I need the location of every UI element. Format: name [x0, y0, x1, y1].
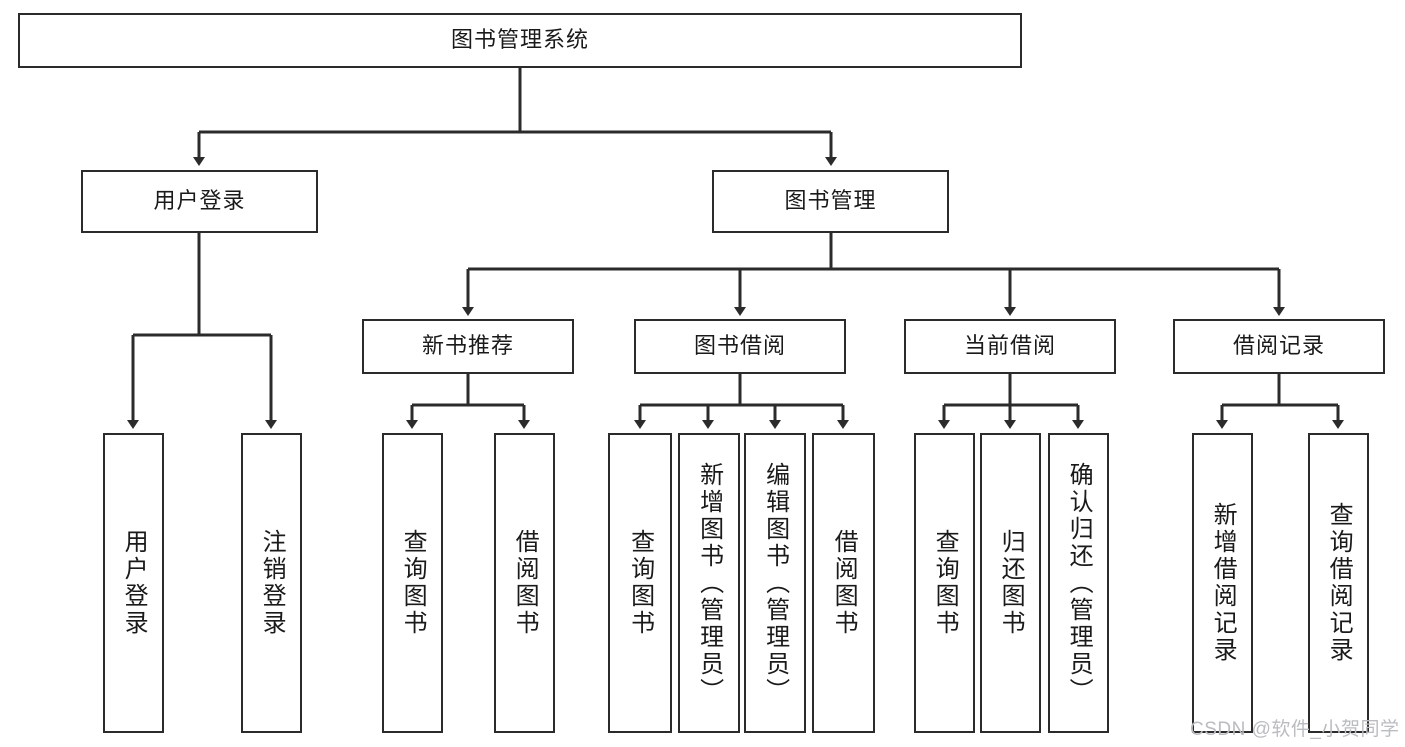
node-leaf-add-record-label: 新增借阅记录	[1209, 502, 1237, 664]
node-leaf-query-book-2-label: 查询图书	[626, 529, 654, 637]
node-leaf-query-book-3-label: 查询图书	[931, 529, 959, 637]
node-leaf-query-book-2[interactable]: 查询图书	[608, 433, 672, 733]
node-root[interactable]: 图书管理系统	[18, 13, 1022, 68]
node-new-book-rec[interactable]: 新书推荐	[362, 319, 574, 374]
node-leaf-add-record[interactable]: 新增借阅记录	[1192, 433, 1253, 733]
node-current-borrow[interactable]: 当前借阅	[904, 319, 1116, 374]
node-leaf-query-book-3[interactable]: 查询图书	[914, 433, 975, 733]
node-leaf-return-book[interactable]: 归还图书	[980, 433, 1041, 733]
node-leaf-edit-book[interactable]: 编辑图书（管理员）	[744, 433, 806, 733]
node-borrow-record[interactable]: 借阅记录	[1173, 319, 1385, 374]
node-book-borrow[interactable]: 图书借阅	[634, 319, 846, 374]
node-leaf-logout-label: 注销登录	[258, 529, 286, 637]
csdn-watermark: CSDN @软件_小贺同学	[1190, 719, 1400, 740]
node-book-manage[interactable]: 图书管理	[712, 170, 949, 233]
node-leaf-logout[interactable]: 注销登录	[241, 433, 302, 733]
node-leaf-borrow-book-2[interactable]: 借阅图书	[812, 433, 875, 733]
node-current-borrow-label: 当前借阅	[963, 333, 1056, 359]
node-root-label: 图书管理系统	[450, 27, 589, 53]
node-user-login[interactable]: 用户登录	[81, 170, 318, 233]
node-user-login-label: 用户登录	[153, 188, 246, 214]
node-leaf-borrow-book-1[interactable]: 借阅图书	[494, 433, 555, 733]
node-leaf-return-book-label: 归还图书	[997, 529, 1025, 637]
node-leaf-query-record[interactable]: 查询借阅记录	[1308, 433, 1369, 733]
node-leaf-query-book-1-label: 查询图书	[399, 529, 427, 637]
node-book-manage-label: 图书管理	[784, 188, 877, 214]
node-leaf-user-login[interactable]: 用户登录	[103, 433, 164, 733]
node-leaf-confirm-return-label: 确认归还（管理员）	[1065, 461, 1093, 705]
node-leaf-borrow-book-1-label: 借阅图书	[511, 529, 539, 637]
node-leaf-query-record-label: 查询借阅记录	[1325, 502, 1353, 664]
node-new-book-rec-label: 新书推荐	[421, 333, 514, 359]
node-leaf-user-login-label: 用户登录	[120, 529, 148, 637]
node-book-borrow-label: 图书借阅	[693, 333, 786, 359]
node-leaf-edit-book-label: 编辑图书（管理员）	[761, 461, 789, 705]
node-leaf-add-book[interactable]: 新增图书（管理员）	[678, 433, 740, 733]
node-leaf-query-book-1[interactable]: 查询图书	[382, 433, 443, 733]
node-borrow-record-label: 借阅记录	[1232, 333, 1325, 359]
node-leaf-confirm-return[interactable]: 确认归还（管理员）	[1048, 433, 1109, 733]
node-leaf-add-book-label: 新增图书（管理员）	[695, 461, 723, 705]
node-leaf-borrow-book-2-label: 借阅图书	[830, 529, 858, 637]
